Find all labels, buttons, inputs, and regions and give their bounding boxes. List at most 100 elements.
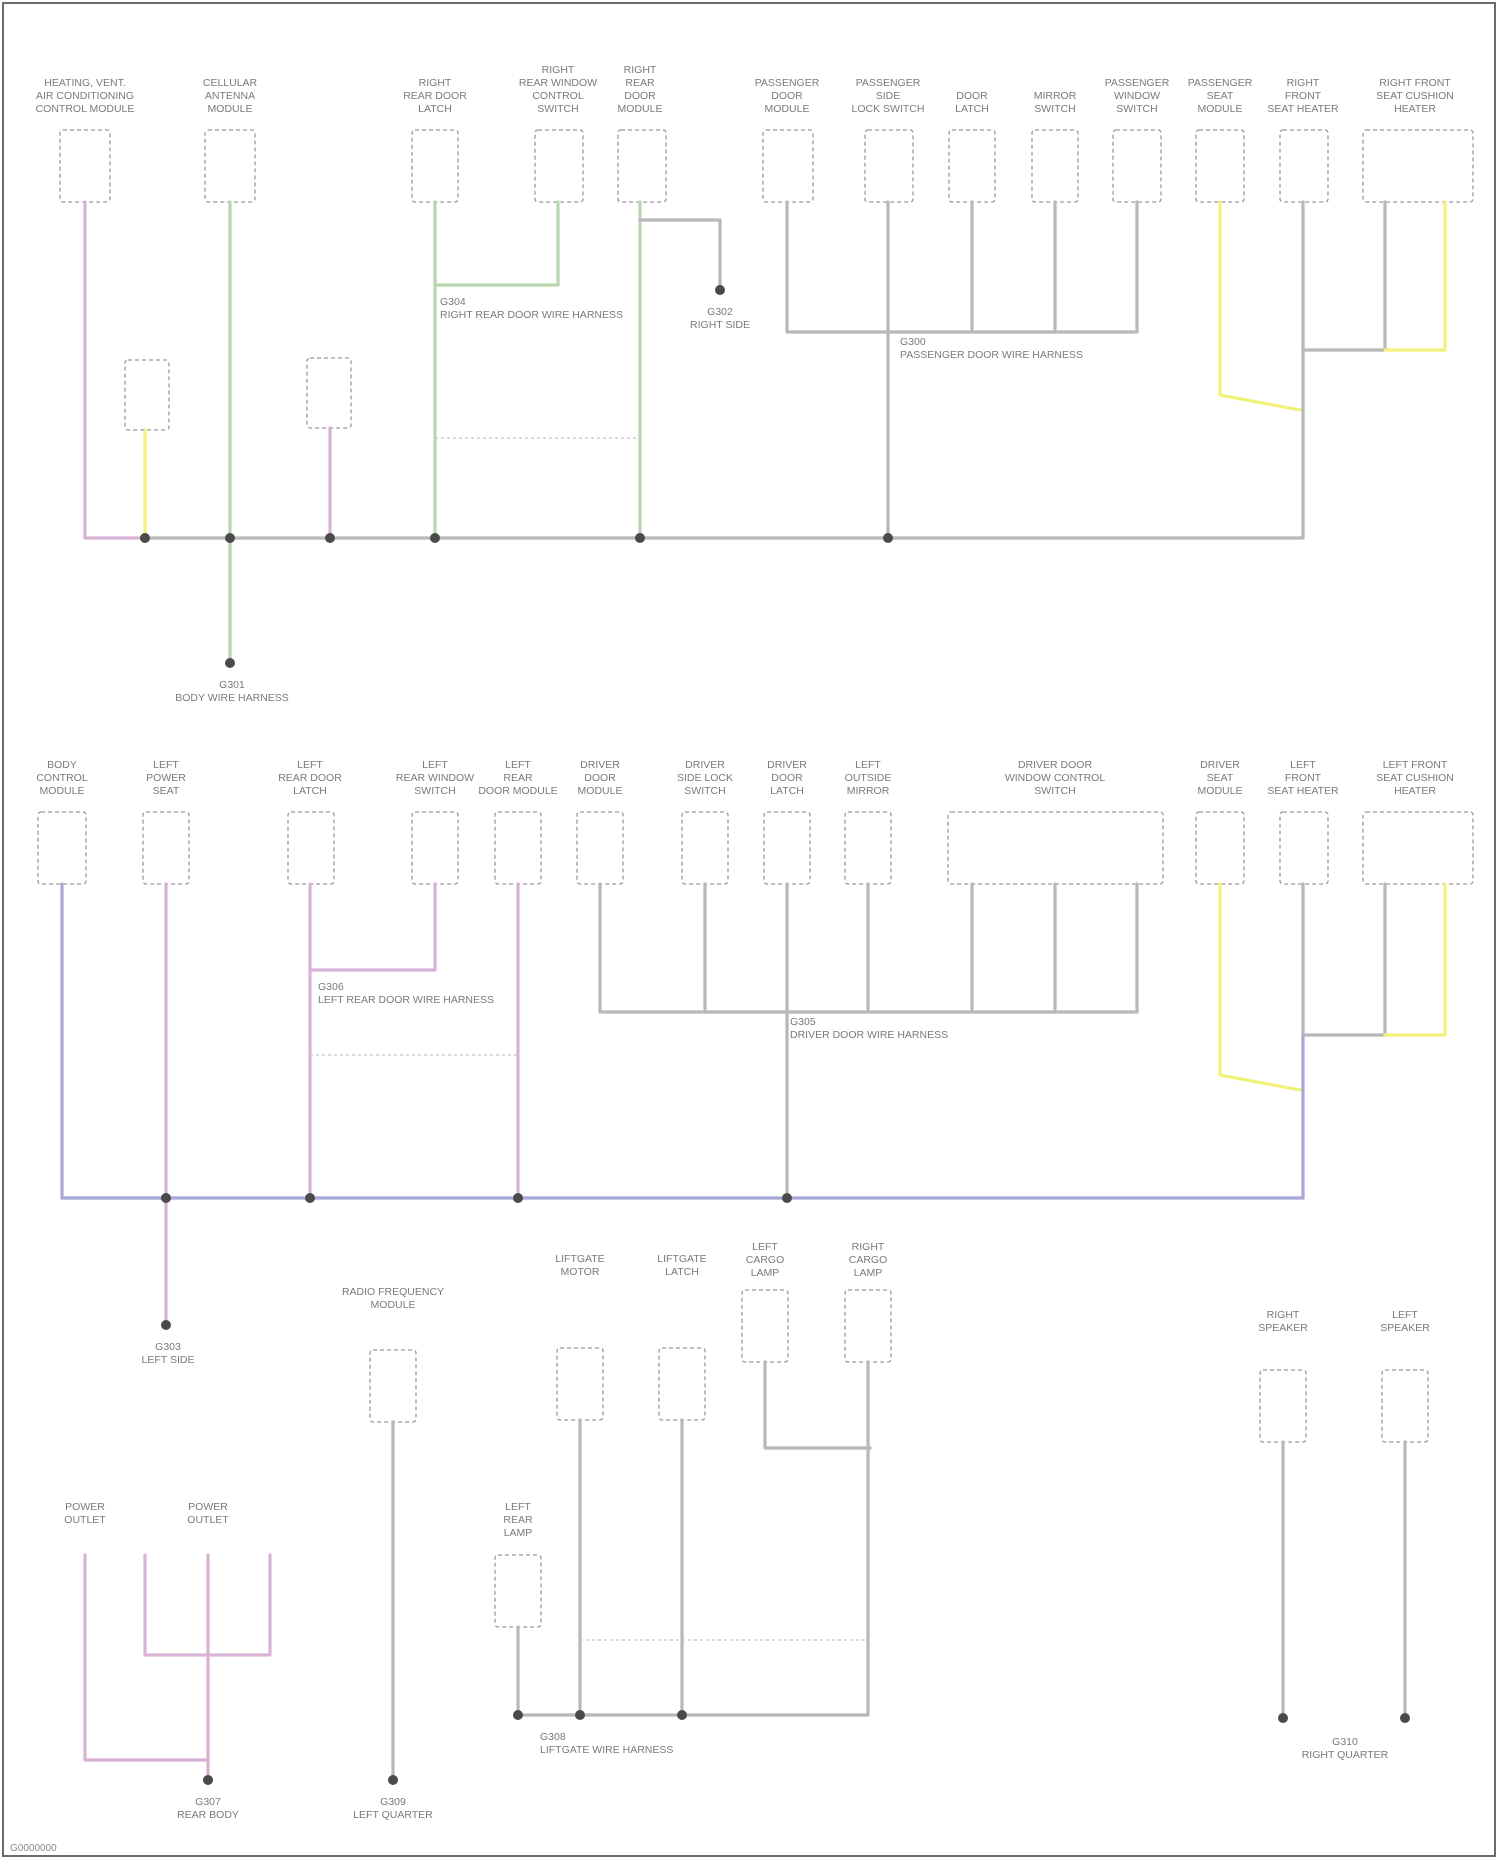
top-component-label-5: PASSENGERDOORMODULE <box>755 77 820 115</box>
mid-wire-seat-heater <box>1303 884 1385 1035</box>
top-component-box-10 <box>1196 130 1244 202</box>
bot-ground-dot-g307 <box>203 1775 213 1785</box>
top-component-box-4 <box>618 130 666 202</box>
mid-component-box-11 <box>1280 812 1328 884</box>
bot-ground-dot-g309 <box>388 1775 398 1785</box>
bot-component-box-9 <box>1382 1370 1428 1442</box>
mid-component-box-6 <box>682 812 728 884</box>
top-wire-rr-window <box>435 202 558 285</box>
mid-wire-bcm <box>62 884 166 1198</box>
bot-wire-left-cargo <box>765 1362 870 1448</box>
top-bus-dot-1 <box>225 533 235 543</box>
mid-component-box-8 <box>845 812 891 884</box>
bot-component-box-4 <box>557 1348 603 1420</box>
bot-ground-dot-left <box>1400 1713 1410 1723</box>
top-component-box-1 <box>205 130 255 202</box>
top-wire-seat-heater <box>1303 202 1385 350</box>
top-component-label-0: HEATING, VENT.AIR CONDITIONINGCONTROL MO… <box>36 77 135 115</box>
bot-component-box-2 <box>370 1350 416 1422</box>
mid-component-box-3 <box>412 812 458 884</box>
mid-bus-dot-2 <box>513 1193 523 1203</box>
top-wire-mirror-window <box>1055 202 1137 332</box>
top-component-box-8 <box>1032 130 1078 202</box>
top-component-box-7 <box>949 130 995 202</box>
top-component-box-9 <box>1113 130 1161 202</box>
mid-wire-seat-module <box>1220 884 1300 1090</box>
mid-component-box-7 <box>764 812 810 884</box>
mid-wire-driver-door <box>600 884 705 1012</box>
mid-bus-dot-3 <box>782 1193 792 1203</box>
bot-ground-dot-right <box>1278 1713 1288 1723</box>
mid-component-box-5 <box>577 812 623 884</box>
mid-ground-dot-g303 <box>161 1320 171 1330</box>
top-bus-dot-0 <box>140 533 150 543</box>
bot-component-box-6 <box>742 1290 788 1362</box>
top-component-box-2 <box>412 130 458 202</box>
mid-bus-dot-1 <box>305 1193 315 1203</box>
top-bus-dot-2 <box>325 533 335 543</box>
top-wire-seat-module <box>1220 202 1300 410</box>
top-bus-dot-3 <box>430 533 440 543</box>
mid-wire-lr-window <box>310 884 435 970</box>
top-interior-lamp-box <box>125 360 169 430</box>
mid-component-box-10 <box>1196 812 1244 884</box>
top-bus-dot-5 <box>883 533 893 543</box>
bot-bus-dot-2 <box>677 1710 687 1720</box>
top-wire-hvac <box>85 202 145 538</box>
mid-component-box-0 <box>38 812 86 884</box>
footer-code: G0000000 <box>10 1843 57 1854</box>
bot-component-box-8 <box>1260 1370 1306 1442</box>
top-component-box-6 <box>865 130 913 202</box>
top-wire-pass-door <box>787 202 888 332</box>
mid-component-box-4 <box>495 812 541 884</box>
top-callout-g304: G304RIGHT REAR DOOR WIRE HARNESS <box>440 296 623 321</box>
bot-component-label-8: RIGHTSPEAKER <box>1258 1309 1308 1334</box>
mid-component-box-9 <box>948 812 1163 884</box>
top-wire-rr-door-g <box>640 220 720 290</box>
mid-component-label-2: LEFTREAR DOORLATCH <box>278 759 342 797</box>
top-wire-cushion <box>1385 202 1445 350</box>
top-bus-dot-4 <box>635 533 645 543</box>
top-component-label-12: RIGHT FRONTSEAT CUSHIONHEATER <box>1376 77 1454 115</box>
bot-component-label-3: LEFTREARLAMP <box>503 1501 533 1539</box>
mid-bus-dot-0 <box>161 1193 171 1203</box>
mid-component-box-1 <box>143 812 189 884</box>
top-ground-dot-g301 <box>225 658 235 668</box>
top-component-box-12 <box>1363 130 1473 202</box>
mid-component-box-12 <box>1363 812 1473 884</box>
top-component-label-3: RIGHTREAR WINDOWCONTROLSWITCH <box>519 64 597 115</box>
bot-component-box-5 <box>659 1348 705 1420</box>
